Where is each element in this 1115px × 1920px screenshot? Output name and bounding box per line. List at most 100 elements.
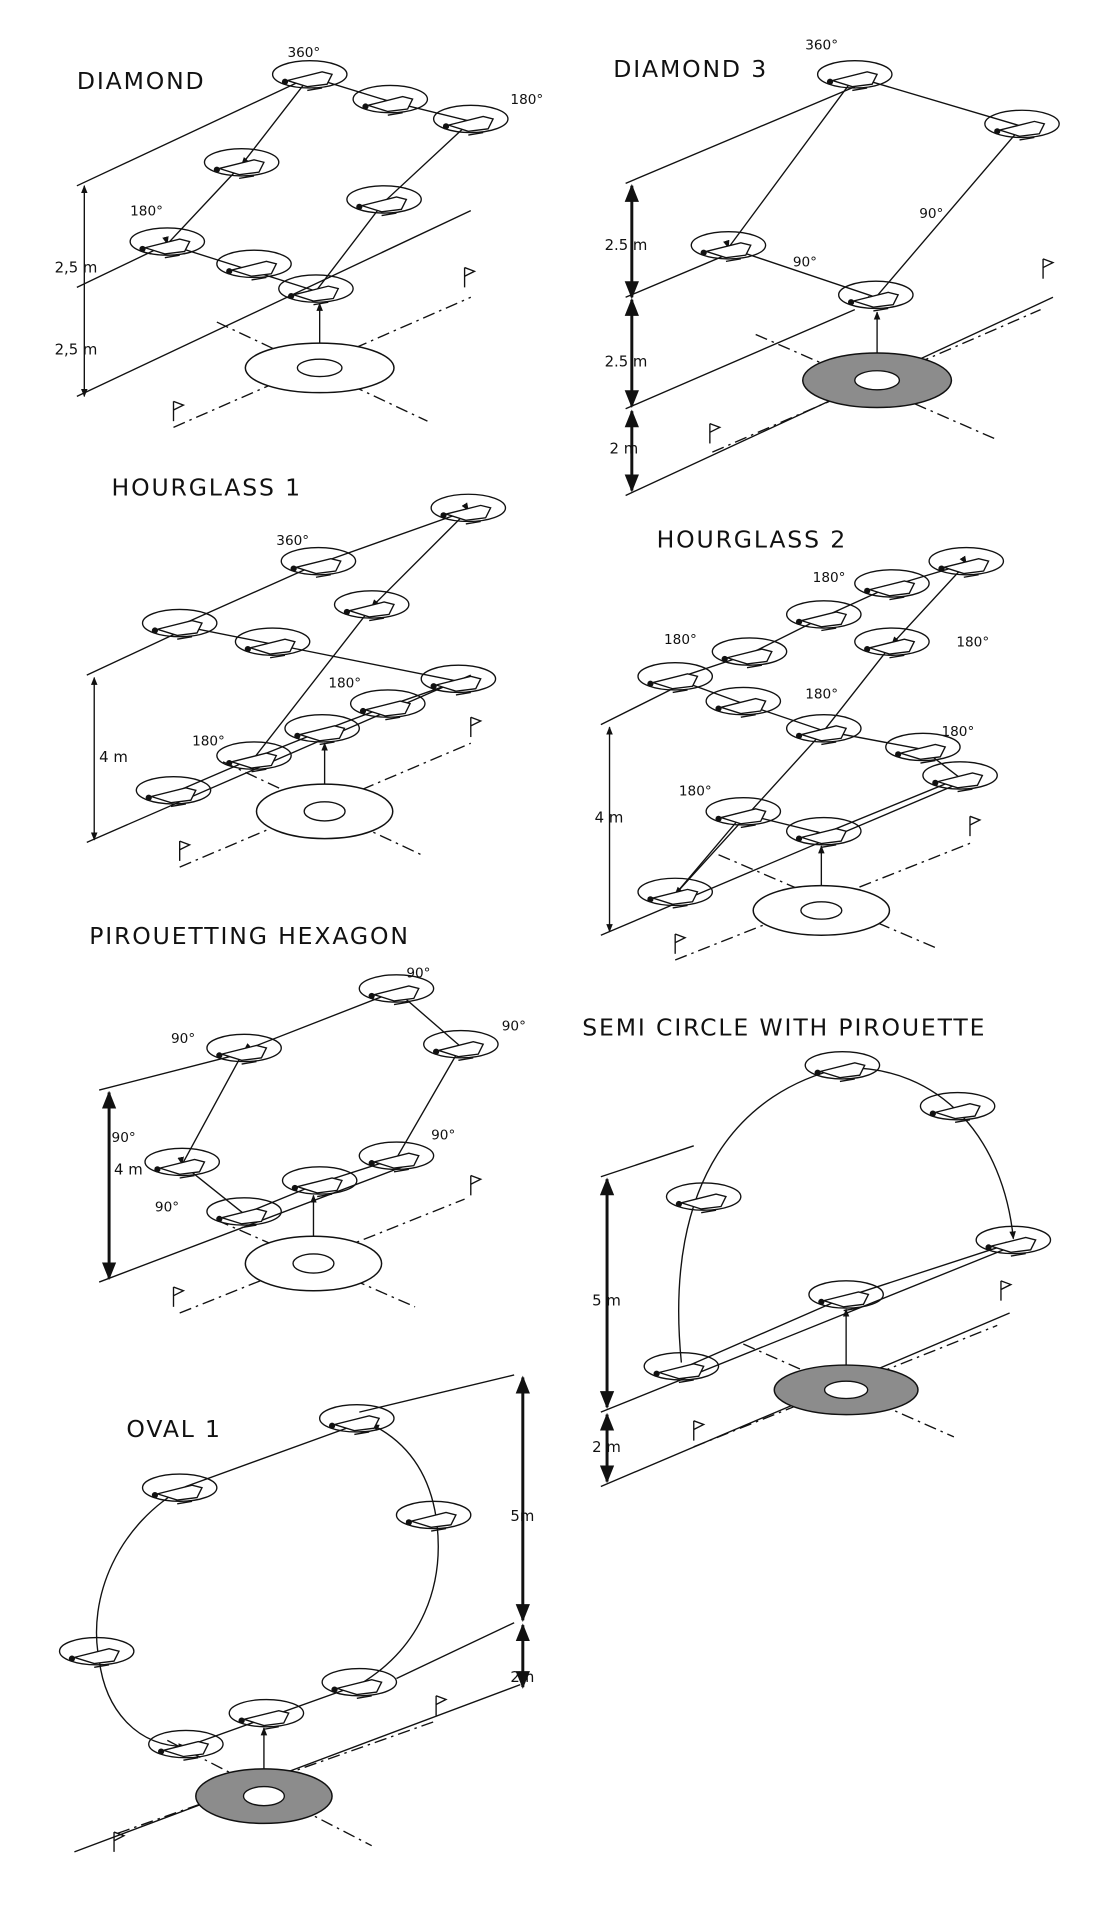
rotation-label: 90° bbox=[171, 1031, 195, 1047]
rotation-label: 180° bbox=[664, 632, 697, 648]
helicopter-icon bbox=[816, 60, 893, 92]
rotation-label: 90° bbox=[155, 1199, 179, 1215]
helicopter-icon bbox=[349, 689, 426, 721]
height-label: 4 m bbox=[99, 748, 128, 766]
helicopter-icon bbox=[838, 280, 914, 312]
landing-pad bbox=[195, 1768, 333, 1825]
helicopter-icon bbox=[922, 761, 998, 793]
helicopter-icon bbox=[705, 686, 782, 718]
flag-icon bbox=[709, 423, 722, 444]
helicopter-icon bbox=[144, 1147, 221, 1179]
diagram-title: HOURGLASS 2 bbox=[657, 526, 847, 554]
helicopter-icon bbox=[885, 732, 961, 764]
rotation-label: 90° bbox=[431, 1128, 455, 1144]
height-label: 5 m bbox=[592, 1292, 621, 1310]
helicopter-icon bbox=[352, 84, 429, 116]
flag-icon bbox=[179, 840, 192, 861]
helicopter-icon bbox=[333, 590, 410, 622]
flag-icon bbox=[674, 933, 687, 954]
diagram-hourglass-1: HOURGLASS 1 360° 180° 180° 4 m bbox=[86, 473, 472, 868]
rotation-label: 90° bbox=[502, 1019, 526, 1035]
height-label: 5m bbox=[510, 1507, 534, 1525]
helicopter-icon bbox=[420, 664, 497, 696]
rotation-label: 360° bbox=[805, 38, 838, 54]
rotation-label: 180° bbox=[942, 724, 975, 740]
landing-pad bbox=[255, 783, 394, 840]
rotation-label: 90° bbox=[406, 965, 430, 981]
helicopter-icon bbox=[919, 1091, 996, 1123]
helicopter-icon bbox=[228, 1698, 305, 1730]
helicopter-icon bbox=[148, 1729, 224, 1761]
landing-pad bbox=[773, 1364, 919, 1416]
rotation-label: 90° bbox=[919, 206, 943, 222]
flag-icon bbox=[470, 1174, 483, 1196]
landing-pad bbox=[802, 352, 953, 409]
helicopter-icon bbox=[271, 60, 348, 92]
diagram-title: OVAL 1 bbox=[126, 1415, 221, 1443]
flag-icon bbox=[1042, 258, 1055, 279]
helicopter-icon bbox=[280, 546, 357, 578]
diagram-title: SEMI CIRCLE WITH PIROUETTE bbox=[582, 1014, 986, 1042]
helicopter-icon bbox=[430, 493, 507, 525]
landing-pad bbox=[244, 342, 395, 394]
rotation-label: 360° bbox=[287, 45, 320, 61]
flag-icon bbox=[435, 1695, 448, 1716]
height-label: 4 m bbox=[595, 809, 624, 827]
helicopter-icon bbox=[665, 1182, 742, 1214]
flag-icon bbox=[693, 1420, 706, 1441]
helicopter-icon bbox=[854, 569, 930, 601]
flag-icon bbox=[463, 266, 477, 288]
diagram-title: DIAMOND bbox=[77, 67, 206, 95]
diagram-title: DIAMOND 3 bbox=[613, 55, 768, 83]
helicopter-icon bbox=[637, 877, 714, 909]
diagram-diamond: DIAMOND 360° 180° 180° 2,5 m 2,5 m bbox=[55, 45, 543, 428]
helicopter-icon bbox=[785, 816, 862, 848]
rotation-label: 180° bbox=[679, 783, 712, 799]
helicopter-icon bbox=[216, 249, 292, 281]
helicopter-icon bbox=[318, 1404, 395, 1436]
flag-icon bbox=[172, 1286, 186, 1307]
rotation-label: 180° bbox=[192, 734, 225, 750]
helicopter-icon bbox=[984, 109, 1060, 141]
height-label: 2.5 m bbox=[605, 236, 648, 254]
helicopter-icon bbox=[358, 974, 435, 1006]
helicopter-icon bbox=[321, 1667, 398, 1699]
rotation-label: 180° bbox=[510, 92, 543, 108]
helicopter-icon bbox=[432, 104, 509, 136]
rotation-label: 180° bbox=[805, 687, 838, 703]
height-label: 2 m bbox=[610, 439, 639, 457]
helicopter-icon bbox=[854, 627, 930, 659]
rotation-label: 180° bbox=[130, 204, 163, 220]
helicopter-icon bbox=[423, 1029, 499, 1062]
flag-icon bbox=[470, 716, 483, 738]
helicopter-icon bbox=[705, 797, 782, 829]
height-label: 2,5 m bbox=[55, 259, 98, 277]
helicopter-icon bbox=[206, 1197, 282, 1229]
diagram-semi-circle-with-pirouette: SEMI CIRCLE WITH PIROUETTE 5 m 2 m bbox=[582, 1014, 1017, 1488]
landing-pad bbox=[752, 884, 891, 936]
diagram-title: PIROUETTING HEXAGON bbox=[89, 922, 410, 950]
helicopter-icon bbox=[975, 1225, 1052, 1257]
helicopter-icon bbox=[785, 714, 862, 746]
helicopter-icon bbox=[129, 227, 206, 259]
diagram-title: HOURGLASS 1 bbox=[112, 473, 302, 501]
flag-icon bbox=[969, 815, 982, 837]
diagram-hourglass-2: HOURGLASS 2 180° 180° 180° 180° 180° 180… bbox=[595, 526, 989, 961]
helicopter-icon bbox=[141, 1473, 218, 1505]
flag-icon bbox=[113, 1831, 126, 1852]
helicopter-icon bbox=[203, 147, 280, 180]
height-label: 2.5 m bbox=[605, 353, 648, 371]
helicopter-icon bbox=[281, 1166, 358, 1198]
helicopter-icon bbox=[928, 546, 1005, 578]
helicopter-icon bbox=[785, 600, 862, 632]
rotation-label: 90° bbox=[112, 1130, 136, 1146]
helicopter-icon bbox=[690, 230, 767, 263]
height-label: 2,5 m bbox=[55, 340, 98, 358]
diagram-diamond-3: DIAMOND 3 360° 90° 90° 2.5 m 2.5 m 2 m bbox=[605, 38, 1054, 497]
helicopter-icon bbox=[637, 662, 714, 694]
helicopter-icon bbox=[395, 1500, 472, 1532]
helicopter-icon bbox=[234, 627, 311, 659]
flag-icon bbox=[1000, 1280, 1013, 1301]
